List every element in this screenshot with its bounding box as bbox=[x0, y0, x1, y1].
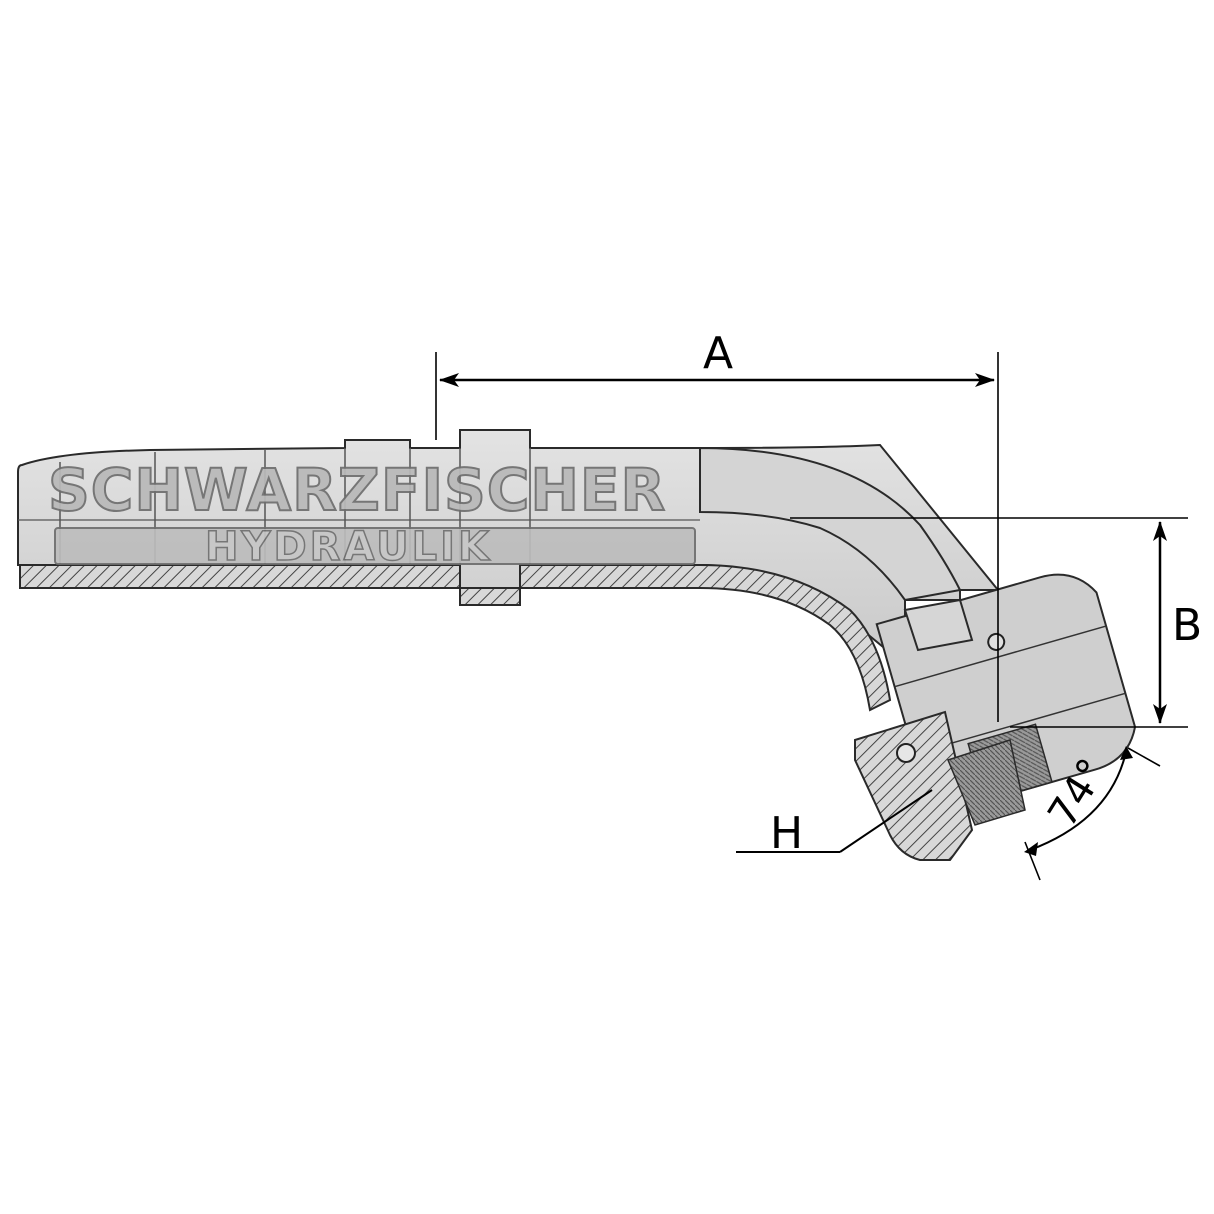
watermark-line1: SCHWARZFISCHER bbox=[48, 456, 666, 524]
nut-section bbox=[854, 710, 974, 861]
watermark-line2: HYDRAULIK bbox=[205, 524, 492, 570]
hex-collar bbox=[903, 598, 974, 652]
dimension-a: A bbox=[435, 328, 999, 722]
hatched-section bbox=[19, 564, 892, 712]
dimension-a-label: A bbox=[703, 328, 733, 379]
dimension-b: B bbox=[790, 517, 1202, 728]
bent-tube bbox=[699, 446, 962, 602]
thread-section bbox=[946, 739, 1026, 826]
dimension-b-label: B bbox=[1172, 600, 1202, 651]
dimension-h: H bbox=[736, 789, 933, 859]
watermark: SCHWARZFISCHER HYDRAULIK bbox=[47, 455, 696, 571]
dimension-h-label: H bbox=[770, 808, 803, 859]
